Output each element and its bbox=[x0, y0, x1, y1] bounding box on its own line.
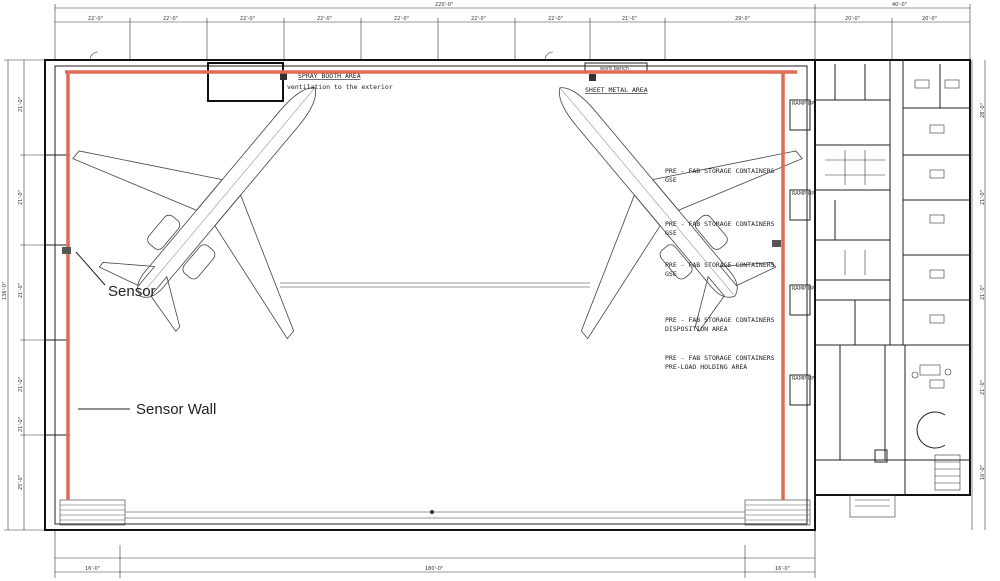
work-bench-label: work bench bbox=[600, 66, 629, 72]
top-dim-9: 29'-0" bbox=[735, 16, 750, 22]
right-top-dim-1: 20'-0" bbox=[845, 16, 860, 22]
office-block bbox=[814, 59, 971, 518]
ramp-label-1: RAMP UP bbox=[792, 101, 814, 107]
left-dimension-string: 136'-0" 21'-0" 21'-0" 21'-0" 21'-0" 21'-… bbox=[2, 59, 45, 531]
ramp-label-4: RAMP UP bbox=[792, 376, 814, 382]
left-dim-6: 25'-0" bbox=[18, 475, 24, 490]
storage-2-line1: PRE - FAB STORAGE CONTAINERS bbox=[665, 220, 775, 228]
storage-3-line2: GSE bbox=[665, 270, 677, 278]
right-dim-5: 16'-0" bbox=[980, 465, 986, 480]
left-total-dim: 136'-0" bbox=[2, 282, 8, 300]
right-top-total-dim: 40'-0" bbox=[892, 2, 907, 8]
storage-5-line1: PRE - FAB STORAGE CONTAINERS bbox=[665, 354, 775, 362]
sensor-wall-callout: Sensor Wall bbox=[136, 401, 216, 418]
bottom-dim-3: 16'-0" bbox=[775, 566, 790, 572]
top-dim-1: 22'-0" bbox=[88, 16, 103, 22]
left-dim-5: 21'-0" bbox=[18, 417, 24, 432]
sensor-marker-right bbox=[772, 240, 781, 247]
top-dim-4: 22'-0" bbox=[317, 16, 332, 22]
sensor-marker-left bbox=[62, 247, 71, 254]
spray-booth bbox=[207, 62, 284, 102]
spray-booth-marker bbox=[280, 73, 287, 80]
sensor-wall bbox=[65, 70, 797, 500]
storage-4-line2: DISPOSITION AREA bbox=[665, 325, 728, 333]
sensor-leader bbox=[75, 251, 106, 286]
sheet-metal-marker bbox=[589, 74, 596, 81]
right-dim-3: 21'-0" bbox=[980, 285, 986, 300]
bottom-dim-1: 16'-0" bbox=[85, 566, 100, 572]
left-dim-1: 21'-0" bbox=[18, 97, 24, 112]
spray-booth-label: SPRAY BOOTH AREA bbox=[298, 72, 361, 80]
right-dim-2: 21'-0" bbox=[980, 190, 986, 205]
sensor-callout: Sensor bbox=[108, 283, 156, 300]
hangar-shell bbox=[44, 51, 816, 531]
bottom-dimension-string: 16'-0" 180'-0" 16'-0" bbox=[54, 530, 816, 578]
storage-1-line1: PRE - FAB STORAGE CONTAINERS bbox=[665, 167, 775, 175]
storage-4-line1: PRE - FAB STORAGE CONTAINERS bbox=[665, 316, 775, 324]
right-dim-4: 21'-0" bbox=[980, 380, 986, 395]
left-dim-3: 21'-0" bbox=[18, 283, 24, 298]
ramp-label-3: RAMP UP bbox=[792, 286, 814, 292]
top-dim-5: 22'-0" bbox=[394, 16, 409, 22]
top-dim-3: 22'-0" bbox=[240, 16, 255, 22]
aircraft-left bbox=[72, 87, 317, 340]
top-dim-2: 22'-0" bbox=[163, 16, 178, 22]
top-dim-6: 22'-0" bbox=[471, 16, 486, 22]
top-total-dim: 220'-0" bbox=[435, 2, 453, 8]
left-dim-2: 21'-0" bbox=[18, 190, 24, 205]
spray-booth-note: ventilation to the exterior bbox=[287, 83, 393, 91]
ramps: RAMP UP RAMP UP RAMP UP RAMP UP bbox=[789, 99, 814, 406]
aircraft-right bbox=[558, 87, 803, 340]
top-dim-7: 22'-0" bbox=[548, 16, 563, 22]
top-dimension-string: 220'-0" 40'-0" 22'-0" 22'-0" 22'-0" 22'-… bbox=[54, 2, 971, 60]
bottom-dim-2: 180'-0" bbox=[425, 566, 443, 572]
top-dim-8: 21'-0" bbox=[622, 16, 637, 22]
right-dimension-string: 28'-0" 21'-0" 21'-0" 21'-0" 16'-0" bbox=[971, 60, 986, 530]
storage-5-line2: PRE-LOAD HOLDING AREA bbox=[665, 363, 747, 371]
right-dim-1: 28'-0" bbox=[980, 103, 986, 118]
storage-3-line1: PRE - FAB STORAGE CONTAINERS bbox=[665, 261, 775, 269]
storage-2-line2: GSE bbox=[665, 229, 677, 237]
storage-labels: PRE - FAB STORAGE CONTAINERS GSE PRE - F… bbox=[665, 167, 775, 371]
storage-1-line2: GSE bbox=[665, 176, 677, 184]
sheet-metal-label: SHEET METAL AREA bbox=[585, 86, 648, 94]
left-dim-4: 21'-0" bbox=[18, 377, 24, 392]
ramp-label-2: RAMP UP bbox=[792, 191, 814, 197]
right-top-dim-2: 20'-0" bbox=[922, 16, 937, 22]
